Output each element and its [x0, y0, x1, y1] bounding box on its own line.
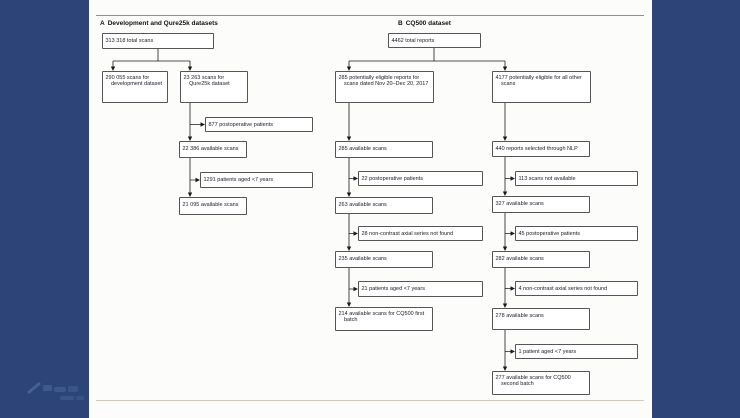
figure-top-rule [96, 15, 644, 16]
panel-a-title-text: Development and Qure25k datasets [107, 20, 218, 27]
box-b1-postoperative: 22 postoperative patients [358, 171, 483, 186]
box-a-total-scans: 313 318 total scans [102, 33, 214, 49]
box-b2-no-axial: 4 non-contrast axial series not found [515, 281, 638, 296]
box-b2-final: 277 available scans for CQ500 second bat… [492, 371, 590, 395]
box-a-aged-under7: 1291 patients aged <7 years [200, 172, 313, 188]
box-a-final-available: 21 095 available scans [179, 197, 247, 215]
box-b2-nlp-selected: 440 reports selected through NLP [492, 141, 590, 157]
box-b1-final: 214 available scans for CQ500 first batc… [335, 307, 433, 331]
panel-b-letter: B [398, 20, 403, 27]
box-a-available-1: 22 386 available scans [179, 141, 247, 158]
watermark-logo-icon [24, 378, 106, 412]
box-b1-available-1: 285 available scans [335, 141, 433, 158]
box-b1-available-2: 263 available scans [335, 197, 433, 214]
panel-b-title-text: CQ500 dataset [405, 20, 451, 27]
box-b1-aged-under7: 21 patients aged <7 years [358, 281, 483, 297]
box-b-total-reports: 4462 total reports [388, 33, 481, 48]
figure-bottom-rule [96, 400, 644, 401]
box-a-postoperative: 877 postoperative patients [205, 117, 313, 132]
panel-a-letter: A [100, 20, 105, 27]
box-b2-available-2: 282 available scans [492, 251, 590, 268]
box-b1-available-3: 235 available scans [335, 251, 433, 268]
box-b2-available-3: 278 available scans [492, 308, 590, 330]
box-b2-aged-under7: 1 patient aged <7 years [515, 344, 638, 359]
box-b2-postoperative: 45 postoperative patients [515, 226, 638, 241]
box-b2-eligible: 4177 potentially eligible for all other … [492, 71, 591, 103]
box-a-qure25k: 23 263 scans for Qure25k dataset [180, 71, 248, 103]
box-b2-not-available: 113 scans not available [515, 171, 638, 186]
box-b2-available-1: 327 available scans [492, 196, 590, 213]
box-b1-no-axial: 28 non-contrast axial series not found [358, 226, 483, 241]
box-a-development: 290 055 scans for development dataset [102, 71, 168, 103]
box-b1-eligible: 285 potentially eligible reports for sca… [335, 71, 434, 103]
